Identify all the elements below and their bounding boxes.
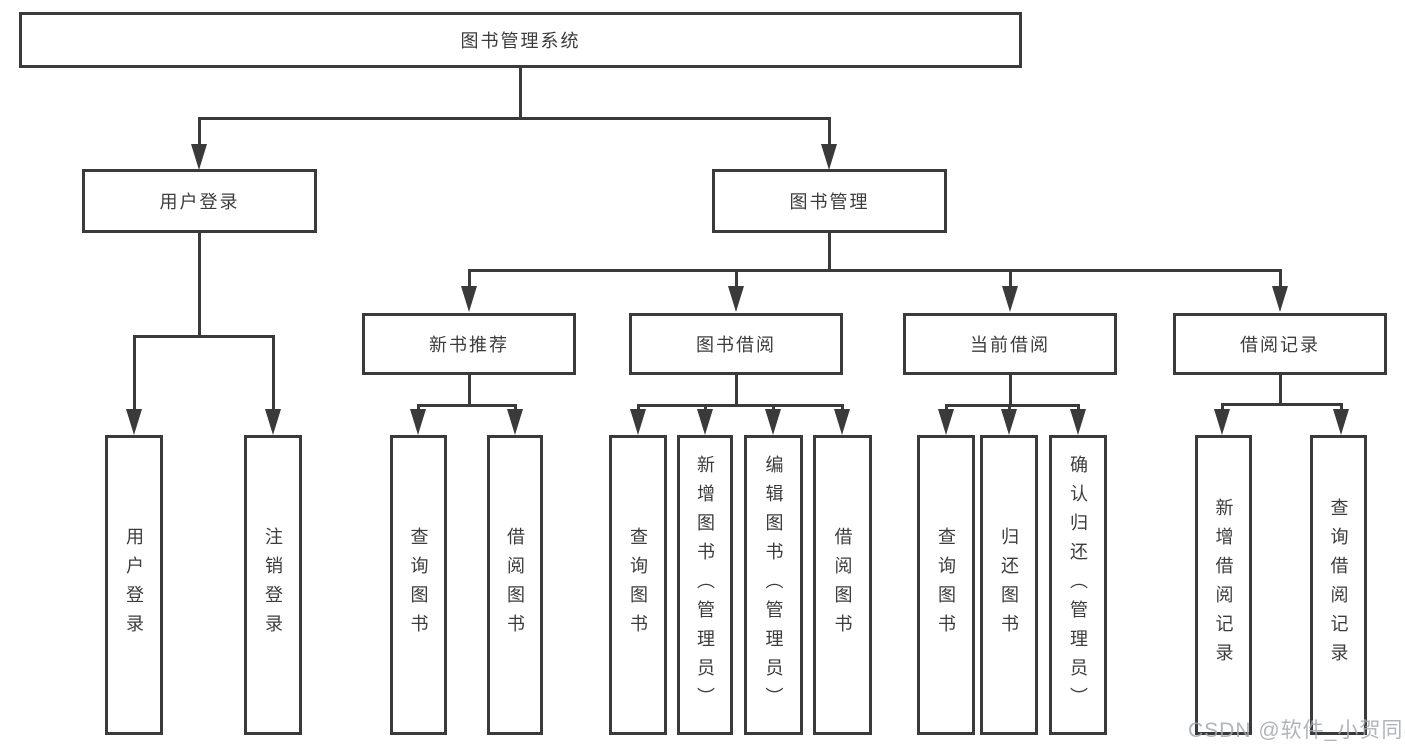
watermark-text: CSDN @软件_小贺同学	[1188, 719, 1405, 742]
node-label: 图书借阅	[696, 335, 776, 355]
leaf-edit-book-admin: 编辑图书（管理员）	[744, 435, 803, 735]
leaf-borrow-books: 借阅图书	[813, 435, 872, 735]
connector-drop-book-borrow	[735, 270, 738, 287]
arrow-down-icon	[728, 286, 744, 312]
node-user-login: 用户登录	[82, 169, 317, 233]
connector-book-borrow-drop	[735, 375, 738, 406]
leaf-add-borrow-record: 新增借阅记录	[1195, 435, 1252, 735]
connector-drop-leaf	[1340, 405, 1343, 412]
leaf-return-books: 归还图书	[980, 435, 1038, 735]
connector-drop-leaf	[1221, 405, 1224, 412]
arrow-down-icon	[265, 409, 281, 435]
leaf-label: 借阅图书	[505, 527, 525, 643]
arrow-down-icon	[507, 409, 523, 435]
leaf-query-books-borrow: 查询图书	[609, 435, 667, 735]
leaf-query-books-recommend: 查询图书	[390, 435, 447, 735]
leaf-label: 新增图书（管理员）	[695, 454, 715, 716]
node-label: 借阅记录	[1240, 335, 1320, 355]
leaf-logout: 注销登录	[244, 435, 302, 735]
connector-borrow-records-drop	[1279, 375, 1282, 404]
leaf-label: 新增借阅记录	[1213, 498, 1234, 672]
node-book-management: 图书管理	[712, 169, 947, 233]
node-library-management-system: 图书管理系统	[19, 12, 1022, 68]
arrow-down-icon	[821, 144, 837, 170]
connector-book-borrow-rail	[637, 404, 844, 407]
node-label: 图书管理系统	[460, 31, 581, 51]
arrow-down-icon	[1070, 409, 1086, 435]
connector-drop-current-borrow	[1009, 270, 1012, 287]
arrow-down-icon	[1333, 409, 1349, 435]
leaf-query-books-current: 查询图书	[917, 435, 975, 735]
leaf-borrow-books-recommend: 借阅图书	[487, 435, 543, 735]
node-new-book-recommend: 新书推荐	[362, 313, 576, 375]
arrow-down-icon	[834, 409, 850, 435]
connector-borrow-records-rail	[1221, 403, 1343, 406]
arrow-down-icon	[410, 409, 426, 435]
arrow-down-icon	[630, 409, 646, 435]
arrow-down-icon	[765, 409, 781, 435]
arrow-down-icon	[938, 409, 954, 435]
node-label: 图书管理	[789, 192, 870, 212]
arrow-down-icon	[1001, 409, 1017, 435]
leaf-label: 用户登录	[124, 527, 144, 643]
leaf-label: 借阅图书	[832, 527, 853, 643]
leaf-label: 查询图书	[628, 527, 648, 643]
node-label: 用户登录	[159, 192, 240, 212]
leaf-label: 查询图书	[936, 527, 956, 643]
connector-drop-user-login	[198, 118, 201, 145]
leaf-add-book-admin: 新增图书（管理员）	[677, 435, 733, 735]
connector-user-login-rail	[133, 335, 275, 338]
node-label: 当前借阅	[970, 335, 1050, 355]
leaf-label: 编辑图书（管理员）	[763, 454, 784, 716]
node-label: 新书推荐	[429, 335, 509, 355]
leaf-label: 查询图书	[408, 527, 429, 643]
leaf-label: 注销登录	[263, 527, 283, 643]
leaf-confirm-return-admin: 确认归还（管理员）	[1049, 435, 1107, 735]
connector-drop-leaf	[133, 336, 136, 410]
arrow-down-icon	[191, 144, 207, 170]
connector-current-borrow-rail	[945, 404, 1080, 407]
connector-drop-leaf	[272, 336, 275, 410]
arrow-down-icon	[1002, 286, 1018, 312]
leaf-query-borrow-record: 查询借阅记录	[1310, 435, 1367, 735]
arrow-down-icon	[461, 286, 477, 312]
connector-current-borrow-drop	[1009, 375, 1012, 406]
leaf-label: 归还图书	[999, 527, 1019, 643]
connector-level3-rail	[468, 269, 1282, 272]
connector-drop-new-books	[468, 270, 471, 287]
arrow-down-icon	[697, 409, 713, 435]
leaf-user-login: 用户登录	[105, 435, 163, 735]
connector-root-drop	[519, 68, 522, 118]
arrow-down-icon	[1272, 286, 1288, 312]
connector-level2-rail	[198, 117, 831, 120]
connector-book-management-drop	[828, 233, 831, 270]
node-current-borrow: 当前借阅	[903, 313, 1117, 375]
connector-user-login-drop	[198, 233, 201, 336]
node-borrow-records: 借阅记录	[1173, 313, 1387, 375]
leaf-label: 确认归还（管理员）	[1068, 454, 1088, 716]
connector-new-books-rail	[417, 404, 517, 407]
connector-drop-book-management	[828, 118, 831, 145]
arrow-down-icon	[126, 409, 142, 435]
connector-new-books-drop	[468, 375, 471, 406]
node-book-borrow: 图书借阅	[629, 313, 843, 375]
leaf-label: 查询借阅记录	[1328, 498, 1349, 672]
arrow-down-icon	[1214, 409, 1230, 435]
connector-drop-borrow-records	[1279, 270, 1282, 287]
